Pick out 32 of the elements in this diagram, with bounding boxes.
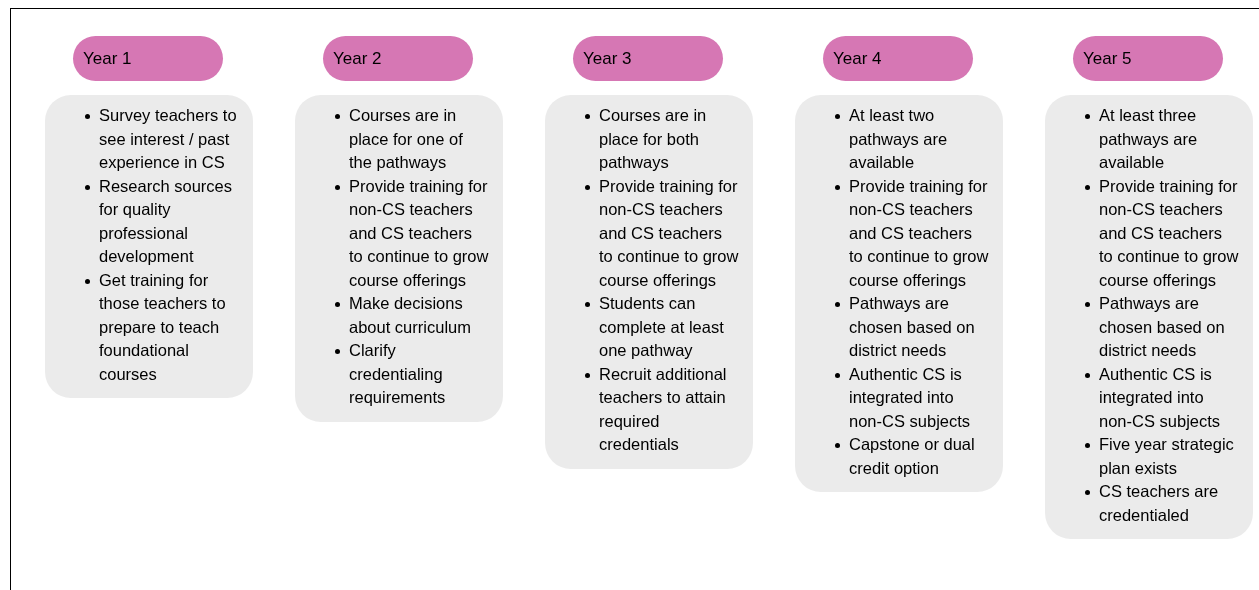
bullet-item: Recruit additional teachers to attain required credentials [599, 363, 728, 455]
milestone-card [795, 95, 1003, 492]
bullet-item: Pathways are chosen based on district needs [1099, 293, 1226, 361]
bullet-item: Students can complete at least one pathway [599, 293, 725, 361]
bullet-item: Make decisions about curriculum [349, 293, 472, 338]
bullet-item: Provide training for non-CS teachers and CS teachers to continue to grow course offerings [1099, 175, 1239, 291]
year-pill: Year 1 [73, 36, 223, 81]
milestone-card [545, 95, 753, 469]
bullet-item: Courses are in place for one of the pathways [349, 105, 464, 173]
bullet-item: CS teachers are credentialed [1099, 481, 1220, 526]
year-pill: Year 2 [323, 36, 473, 81]
bullet-item: Research sources for quality professional development [99, 175, 233, 267]
bullet-item: Capstone or dual credit option [849, 434, 976, 479]
bullet-item: Get training for those teachers to prepare to teach foundational courses [99, 269, 227, 385]
year-pill: Year 4 [823, 36, 973, 81]
bullet-item: Survey teachers to see interest / past experience in CS [99, 105, 238, 173]
bullet-item: Provide training for non-CS teachers and CS teachers to continue to grow course offerings [599, 175, 739, 291]
bullet-item: At least two pathways are available [849, 105, 949, 173]
milestone-card [1045, 95, 1253, 539]
bullet-item: Courses are in place for both pathways [599, 105, 708, 173]
bullet-item: Provide training for non-CS teachers and CS teachers to continue to grow course offerings [349, 175, 489, 291]
bullet-item: Authentic CS is integrated into non-CS subjects [849, 363, 972, 432]
bullet-item: Five year strategic plan exists [1099, 434, 1235, 479]
bullet-item: Pathways are chosen based on district needs [849, 293, 976, 361]
bullet-item: At least three pathways are available [1099, 105, 1199, 173]
year-pill: Year 5 [1073, 36, 1223, 81]
bullet-item: Provide training for non-CS teachers and CS teachers to continue to grow course offerings [849, 175, 989, 291]
year-pill: Year 3 [573, 36, 723, 81]
bullet-item: Clarify credentialing requirements [349, 340, 447, 408]
bullet-item: Authentic CS is integrated into non-CS subjects [1099, 363, 1222, 432]
milestone-card [295, 95, 503, 422]
milestone-card [45, 95, 253, 398]
